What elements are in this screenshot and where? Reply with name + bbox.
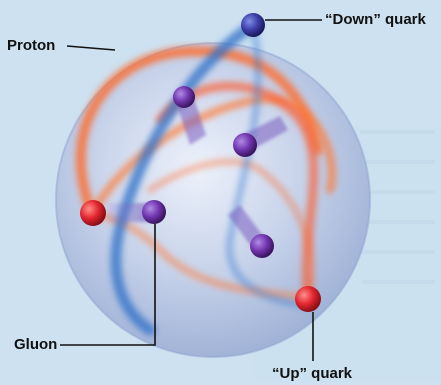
red-quark-left — [80, 200, 106, 226]
gluon-label: Gluon — [14, 337, 57, 352]
quark-lower-right — [250, 234, 274, 258]
down-quark — [241, 13, 265, 37]
quark-right — [233, 133, 257, 157]
up-quark — [295, 286, 321, 312]
proton-label: Proton — [7, 38, 55, 53]
down-quark-label: “Down” quark — [325, 12, 426, 27]
quark-upper — [173, 86, 195, 108]
up-quark-label: “Up” quark — [272, 366, 352, 381]
quark-center — [142, 200, 166, 224]
